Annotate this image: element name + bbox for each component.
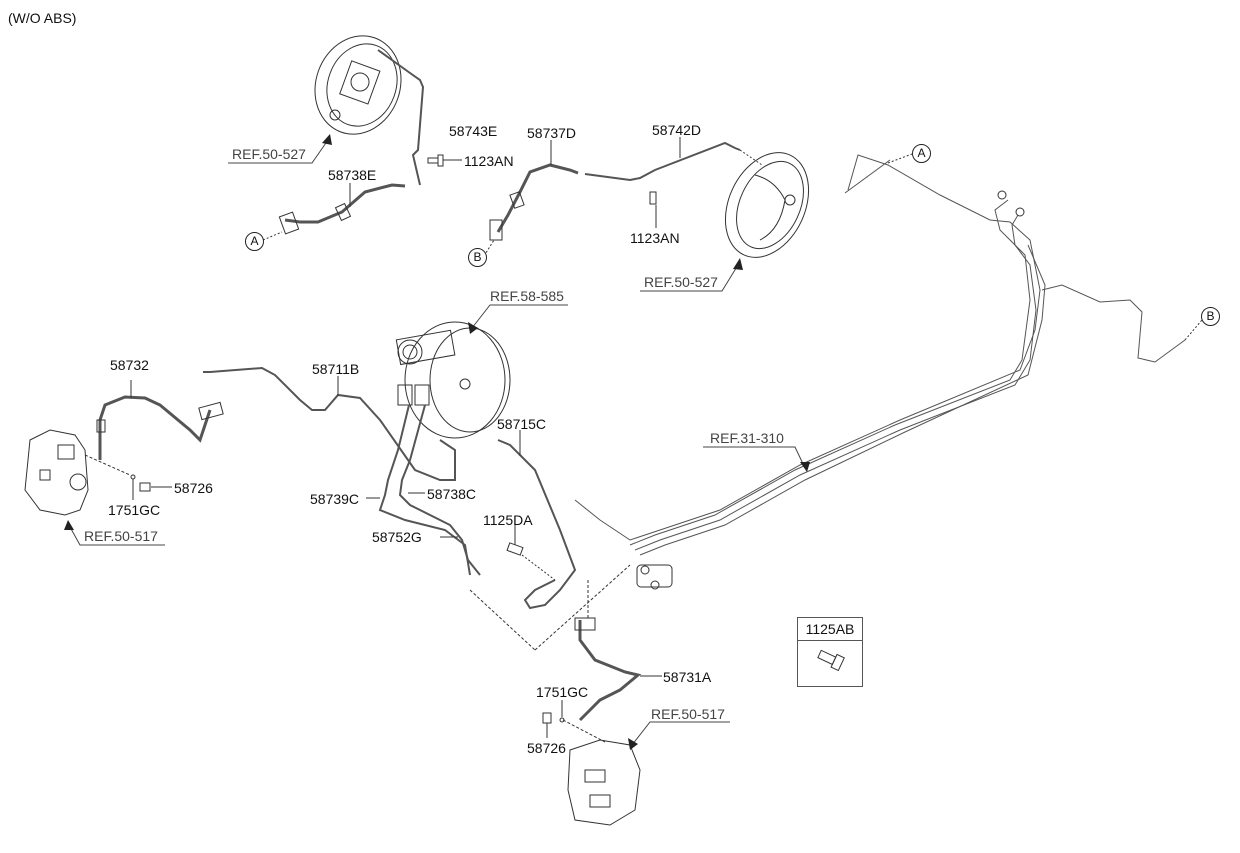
ref-50-527-left-leader — [228, 139, 329, 164]
hose-58731A — [578, 620, 642, 722]
ref-label-50-527-right[interactable]: REF.50-527 — [644, 274, 718, 290]
bolt-1125AB — [817, 649, 845, 672]
bracket-58732 — [198, 401, 224, 421]
part-label-58737D[interactable]: 58737D — [527, 125, 577, 141]
brake-line-58743E — [377, 49, 425, 186]
part-label-58743E[interactable]: 58743E — [449, 123, 498, 139]
bracket-58731A — [574, 617, 596, 631]
brake-line-58742D — [584, 141, 741, 182]
bolt-1123AN-top — [427, 154, 444, 167]
part-label-1751GC-bottom[interactable]: 1751GC — [536, 684, 589, 700]
part-label-1751GC-left[interactable]: 1751GC — [108, 502, 161, 518]
ref-50-527-right-leader — [640, 264, 739, 292]
diagram-title: (W/O ABS) — [8, 10, 77, 26]
part-label-1123AN-mid[interactable]: 1123AN — [630, 230, 680, 246]
part-label-58731A[interactable]: 58731A — [663, 669, 712, 685]
front-left-caliper — [24, 429, 89, 516]
hose-58737D — [496, 163, 579, 233]
part-label-58739C[interactable]: 58739C — [310, 491, 360, 507]
hose-58732 — [98, 395, 212, 460]
part-label-1123AN-top[interactable]: 1123AN — [464, 153, 514, 169]
ref-label-50-517-left[interactable]: REF.50-517 — [84, 528, 158, 544]
part-label-58742D[interactable]: 58742D — [652, 122, 702, 138]
brake-line-58738C — [398, 404, 481, 576]
ref-58-585-leader — [471, 304, 568, 329]
bracket-58737D — [489, 219, 503, 241]
part-label-58711B[interactable]: 58711B — [312, 361, 360, 377]
part-label-1125AB: 1125AB — [798, 618, 862, 641]
front-right-caliper — [567, 739, 641, 826]
brake-line-58715C — [497, 439, 577, 610]
part-label-1125DA[interactable]: 1125DA — [483, 512, 533, 528]
part-label-58752G[interactable]: 58752G — [372, 529, 422, 545]
connector-b-left: B — [468, 248, 487, 267]
part-label-58715C[interactable]: 58715C — [497, 416, 547, 432]
bolt-58726-bottom — [542, 712, 552, 724]
ref-label-31-310[interactable]: REF.31-310 — [710, 430, 784, 446]
main-brake-lines — [574, 154, 1186, 556]
rear-right-backing-plate — [724, 152, 810, 258]
ref-50-517-bottom-leader — [631, 721, 730, 746]
brake-line-58739C — [378, 404, 471, 576]
proportioning-valve — [636, 564, 673, 590]
ref-label-50-527-left[interactable]: REF.50-527 — [232, 146, 306, 162]
hose-58738E — [284, 183, 406, 224]
part-label-58726-bottom[interactable]: 58726 — [527, 740, 566, 756]
ref-31-310-leader — [703, 446, 806, 469]
ref-label-58-585[interactable]: REF.58-585 — [490, 288, 564, 304]
rear-left-backing-plate — [314, 35, 402, 135]
connector-b-right: B — [1201, 307, 1220, 326]
part-label-58732[interactable]: 58732 — [110, 357, 149, 373]
ref-label-50-517-bottom[interactable]: REF.50-517 — [651, 706, 725, 722]
connector-a-right: A — [912, 144, 931, 163]
bolt-1123AN-mid — [649, 191, 657, 205]
part-box-1125AB[interactable]: 1125AB — [797, 617, 863, 687]
part-label-58738C[interactable]: 58738C — [427, 486, 477, 502]
ref-50-517-left-leader — [69, 526, 165, 546]
brake-booster — [395, 321, 511, 439]
part-label-58726-left[interactable]: 58726 — [174, 480, 213, 496]
part-label-58738E[interactable]: 58738E — [328, 167, 377, 183]
bracket-58738E — [278, 211, 300, 235]
bolt-1125DA — [506, 542, 524, 556]
connector-a-left: A — [245, 232, 264, 251]
bolt-58726-left — [139, 482, 151, 492]
